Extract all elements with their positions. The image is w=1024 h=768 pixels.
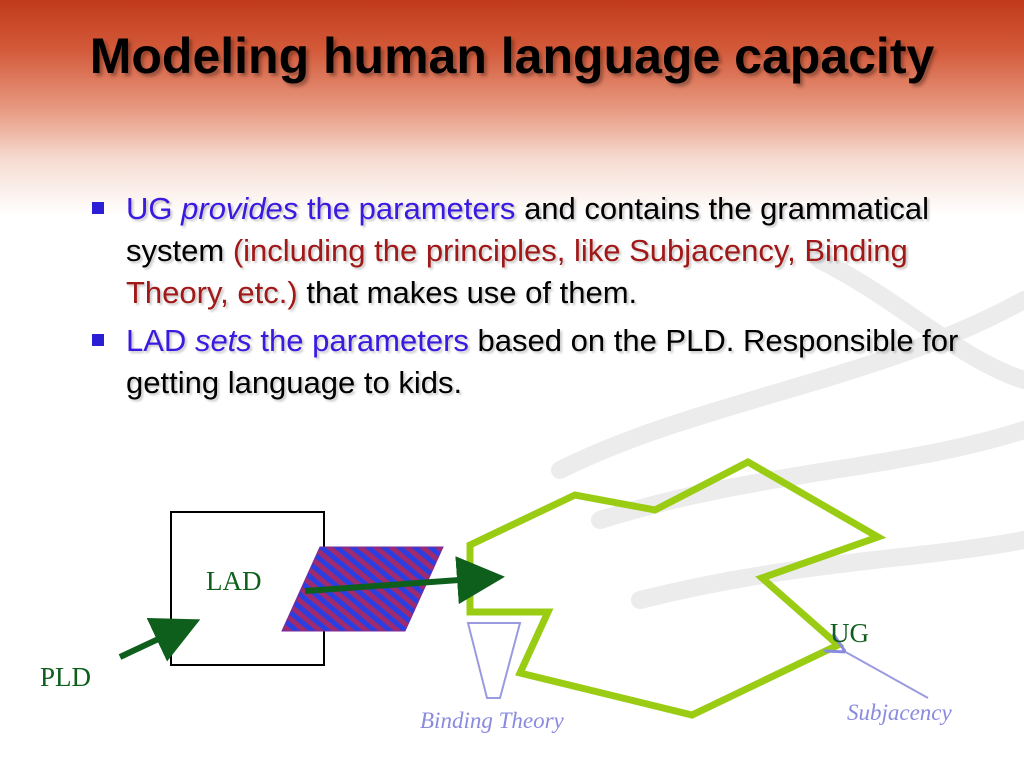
bullet-lad: LAD sets the parameters based on the PLD… [88,320,968,404]
bullet-ug: UG provides the parameters and contains … [88,188,968,314]
ug-region-outline [466,458,887,719]
binding-theory-shape [466,622,522,699]
pld-to-lad-arrow [118,618,201,662]
subjacency-label: Subjacency [847,700,953,725]
bullet-ug-parenthetical: (including the principles, like Subjacen… [126,233,908,310]
lad-label: LAD [206,566,262,596]
bullet-ug-text: and contains the grammatical system [126,191,929,268]
bullet-lad-term: LAD [126,323,187,358]
bullet-lad-object: the parameters [260,323,469,358]
square-bullet-icon [92,334,104,346]
pld-label: PLD [40,662,91,692]
bullet-ug-object: the parameters [306,191,516,226]
bullet-ug-term: UG [126,191,173,226]
page-title: Modeling human language capacity [89,28,935,84]
bullet-lad-text: based on the PLD. Responsible for gettin… [126,323,959,400]
bullet-lad-verb: sets [194,323,252,358]
lad-to-ug-arrow [304,556,505,605]
bullet-list: UG provides the parameters and contains … [88,188,968,410]
ug-label: UG [830,618,869,648]
bullet-ug-text-end: that makes use of them. [306,275,638,310]
binding-theory-label: Binding Theory [420,708,565,733]
bullet-ug-verb: provides [181,191,299,226]
subjacency-pointer-line [842,650,929,699]
square-bullet-icon [92,202,104,214]
